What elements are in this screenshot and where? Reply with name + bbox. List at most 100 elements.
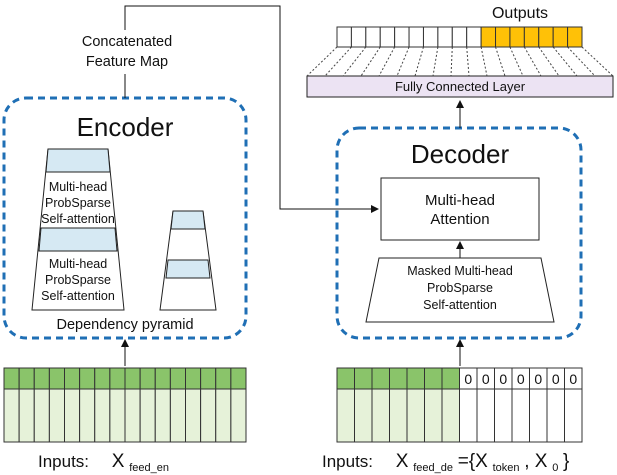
output-predicted-cell: [523, 26, 540, 48]
output-cell: [394, 26, 410, 48]
encoder-block1-line1: Multi-head: [49, 180, 107, 194]
encoder-input-subscript: feed_en: [129, 462, 169, 474]
fan-line: [495, 46, 506, 77]
concat-label-line1: Concatenated: [82, 34, 172, 50]
decoder-input-zero-value: 0: [552, 371, 560, 387]
fan-line: [480, 46, 488, 77]
fan-line: [581, 46, 614, 77]
output-fan-lines: [306, 46, 614, 77]
encoder-input-feature-cell: [33, 388, 50, 443]
encoder-input-token-cell: [3, 367, 20, 390]
decoder-input-feature-cell: [406, 388, 425, 443]
output-cell: [336, 26, 352, 48]
decoder-dashed-box: [335, 126, 583, 340]
encoder-input-feature-cell: [18, 388, 35, 443]
encoder-input-token-cell: [109, 367, 126, 390]
decoder-input-prefix: Inputs:: [322, 452, 373, 471]
decoder-input-token-cell: [424, 367, 443, 390]
output-cell: [379, 26, 396, 48]
encoder-input-token-cell: [33, 367, 50, 390]
decoder-input-zero-value: 0: [482, 371, 490, 387]
encoder-input-symbol: X: [112, 451, 125, 472]
encoder-attention-stack: Multi-head ProbSparse Self-attention Mul…: [31, 148, 125, 311]
encoder-block2-line1: Multi-head: [49, 257, 107, 271]
encoder-input-feature-cell: [48, 388, 65, 443]
fan-line: [360, 46, 381, 77]
decoder-input-zero-value: 0: [464, 371, 472, 387]
decoder-attention-line2: Attention: [430, 211, 489, 228]
decoder-input-zero-feature-cell: [546, 388, 565, 443]
decoder-input-eq: ={X: [458, 451, 488, 472]
encoder-input-feature-cell: [169, 388, 186, 443]
encoder-input-token-cell: [124, 367, 141, 390]
encoder-input-token-cell: [139, 367, 156, 390]
outputs-label: Outputs: [492, 5, 548, 22]
encoder-input-feature-cell: [3, 388, 20, 443]
encoder-input-feature-cell: [200, 388, 217, 443]
encoder-input-token-cell: [185, 367, 202, 390]
decoder-input-token-cell: [406, 367, 425, 390]
dependency-pyramid-label: Dependency pyramid: [56, 317, 193, 333]
decoder-input-token-cell: [389, 367, 408, 390]
decoder-title: Decoder: [411, 139, 510, 169]
encoder-to-decoder-arrow: [124, 5, 379, 213]
decoder-input-symbol: X: [396, 451, 409, 472]
encoder-input-feature-cell: [64, 388, 81, 443]
encoder-input-token-cell: [48, 367, 65, 390]
outputs-vector: [336, 26, 583, 48]
decoder-input-feature-cell: [389, 388, 408, 443]
decoder-input-zero-sub: 0: [552, 462, 558, 474]
decoder-input-token-sub: token: [493, 462, 520, 474]
encoder-input-feature-cell: [185, 388, 202, 443]
output-cell: [408, 26, 424, 48]
decoder-input-zero-feature-cell: [529, 388, 548, 443]
encoder-input-feature-cell: [215, 388, 232, 443]
encoder-input-token-cell: [64, 367, 81, 390]
output-cell: [350, 26, 367, 48]
encoder-distilled-stack: [159, 210, 217, 311]
decoder-multihead-attention-box: [380, 177, 540, 241]
encoder-input-token-cell: [230, 367, 247, 390]
encoder-input-feature-cell: [154, 388, 171, 443]
decoder-input-zero-feature-cell: [511, 388, 530, 443]
output-predicted-cell: [480, 26, 497, 48]
decoder-input-feature-cell: [354, 388, 373, 443]
decoder-input-zero-value: 0: [499, 371, 507, 387]
encoder-input-feature-cell: [139, 388, 156, 443]
fan-line: [523, 46, 542, 77]
output-predicted-cell: [567, 26, 583, 48]
decoder-masked-attention-trapezoid: [365, 257, 555, 323]
decoder-input-subscript: feed_de: [413, 462, 453, 474]
encoder-input-feature-cell: [79, 388, 96, 443]
fan-line: [414, 46, 424, 77]
masked-line3: Self-attention: [423, 298, 497, 312]
encoder-input-token-cell: [154, 367, 171, 390]
output-predicted-cell: [538, 26, 554, 48]
output-predicted-cell: [495, 26, 511, 48]
encoder-block2-line3: Self-attention: [41, 289, 115, 303]
fan-line: [466, 46, 470, 77]
fan-line: [450, 46, 453, 77]
encoder-input-feature-cell: [230, 388, 247, 443]
decoder-input-zero-feature-cell: [494, 388, 513, 443]
encoder-input-label: Inputs: X feed_en: [38, 451, 169, 474]
masked-line1: Masked Multi-head: [407, 264, 513, 278]
encoder-title: Encoder: [77, 112, 174, 142]
decoder-attention-line1: Multi-head: [425, 192, 495, 209]
fan-line: [378, 46, 396, 77]
encoder-input-token-cell: [94, 367, 111, 390]
output-cell: [451, 26, 468, 48]
encoder-input-token-cell: [18, 367, 35, 390]
decoder-input-zero-value: 0: [534, 371, 542, 387]
fan-line: [396, 46, 410, 77]
fan-line: [509, 46, 524, 77]
encoder-block1-line3: Self-attention: [41, 212, 115, 226]
fc-layer-label: Fully Connected Layer: [395, 79, 526, 94]
decoder-input-zero-feature-cell: [459, 388, 478, 443]
fully-connected-layer: [306, 75, 614, 98]
decoder-input-comma: , X: [524, 451, 548, 472]
fan-line: [552, 46, 578, 77]
decoder-input-zero-value: 0: [517, 371, 525, 387]
encoder-input-grid: [3, 367, 247, 443]
